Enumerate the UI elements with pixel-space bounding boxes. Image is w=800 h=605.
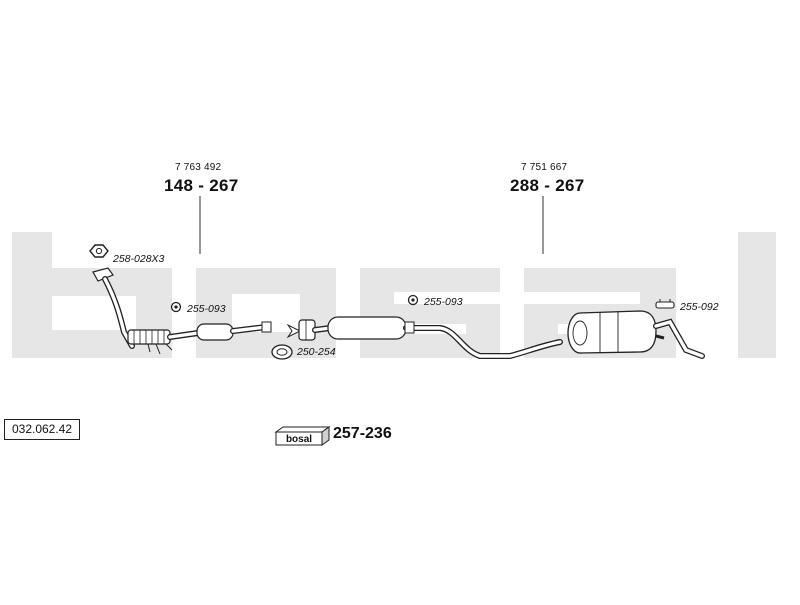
clamp-front-icon [170, 301, 182, 313]
rear-part-number: 288 - 267 [510, 176, 585, 195]
watermark-logo [12, 232, 776, 358]
clamp-middle-icon [407, 294, 419, 306]
clamp-middle-ref-label: 255-093 [424, 296, 463, 308]
front-oem-number: 7 763 492 [175, 162, 222, 173]
middle-pipe [286, 316, 563, 359]
catalog-code-box: 032.062.42 [4, 419, 80, 440]
front-part-number: 148 - 267 [164, 176, 239, 195]
clamp-front-ref-label: 255-093 [187, 303, 226, 315]
kit-box-icon: bosal [274, 426, 331, 446]
hanger-rear-icon [655, 299, 675, 309]
rear-oem-number: 7 751 667 [521, 162, 568, 173]
nut-icon [89, 244, 109, 258]
hanger-rear-ref-label: 255-092 [680, 301, 719, 313]
ring-icon [271, 344, 293, 360]
kit-box-brand-label: bosal [286, 434, 312, 445]
ring-ref-label: 250-254 [297, 346, 336, 358]
kit-part-number: 257-236 [333, 425, 392, 442]
front-pipe [92, 267, 272, 355]
nut-ref-label: 258-028X3 [113, 253, 165, 265]
rear-silencer [567, 310, 705, 359]
